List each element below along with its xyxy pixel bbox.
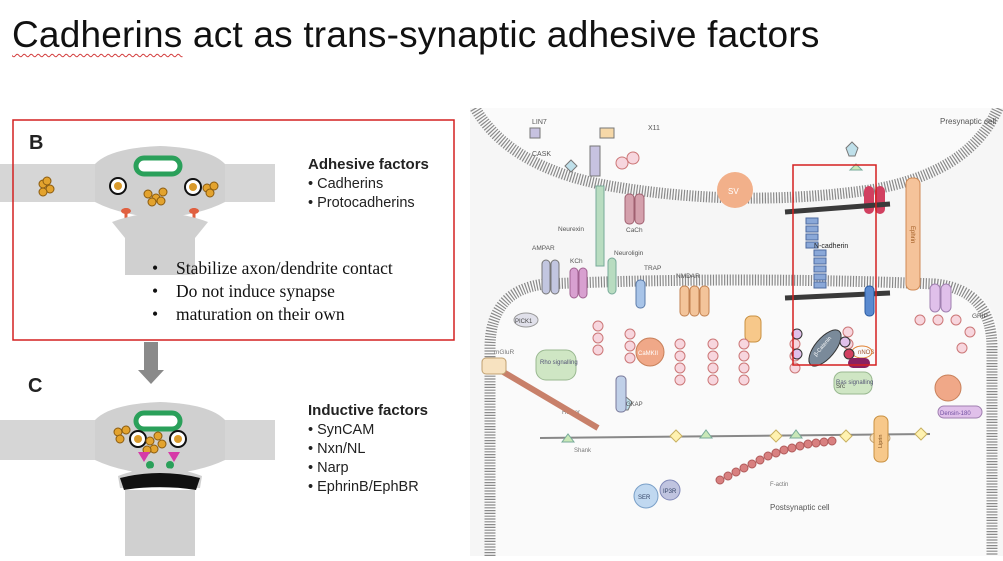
inductive-item: • Nxn/NL — [308, 441, 365, 457]
kch-label: KCh — [570, 258, 583, 265]
synapse-diagram-svg: Presynaptic cell Postsynaptic cell SV LI… — [470, 105, 1003, 556]
ser-label: SER — [638, 495, 651, 501]
sv-label: SV — [728, 187, 739, 196]
panel-c-label: C — [28, 375, 42, 397]
dendrite-spine-c — [125, 490, 195, 556]
panel-left-schematic: B Adhesive factors • Cadherins • Protoca… — [0, 100, 470, 556]
ras-label: Ras signalling — [836, 380, 873, 386]
lin7-label: LIN7 — [532, 119, 547, 126]
postsynaptic-density-c — [120, 473, 200, 490]
panel-b-label: B — [29, 132, 43, 154]
cach-label: CaCh — [626, 227, 643, 234]
factin-label: F-actin — [770, 482, 788, 488]
rho-label: Rho signalling — [540, 360, 578, 366]
inductive-item: • EphrinB/EphBR — [308, 479, 419, 495]
mglur-label: mGluR — [494, 349, 515, 356]
ip3r-label: IP3R — [663, 489, 677, 495]
pick1-label: PICK1 — [515, 319, 533, 325]
camkii-blob — [635, 337, 665, 367]
liprin-label: Liprin — [878, 435, 884, 448]
inductive-item: • SynCAM — [308, 422, 374, 438]
key-point: Do not induce synapse — [150, 280, 393, 303]
postsynaptic-cell-label: Postsynaptic cell — [770, 503, 830, 512]
highlight-box-ncadherin — [792, 164, 877, 366]
camkii-label: CaMKII — [638, 351, 658, 357]
synapse-molecular-diagram: Presynaptic cell Postsynaptic cell SV LI… — [470, 105, 1003, 556]
shank-label: Shank — [574, 448, 592, 454]
densin-label: Densin-180 — [940, 411, 971, 417]
slide-title: Cadherins act as trans-synaptic adhesive… — [12, 14, 820, 56]
gkap-label: GKAP — [626, 402, 643, 408]
neuroligin-label: Neuroligin — [614, 250, 644, 257]
nmdar-label: NMDAR — [676, 273, 700, 280]
progression-arrow-icon — [138, 370, 164, 384]
mitochondrion-c — [133, 410, 183, 432]
title-spell-flagged-word: Cadherins — [12, 14, 183, 55]
grip-label: GRIP — [972, 313, 988, 320]
ephrin-ephr-column — [905, 177, 921, 291]
cask-label: CASK — [532, 151, 551, 158]
inductive-factors-heading: Inductive factors — [308, 402, 428, 419]
adhesive-item: • Cadherins — [308, 176, 383, 192]
shank-scaffold-line — [539, 433, 931, 439]
x11-label: X11 — [648, 125, 660, 132]
key-point: Stabilize axon/dendrite contact — [150, 257, 393, 280]
progression-arrow-shaft — [144, 342, 158, 372]
postsynaptic-membrane — [484, 274, 998, 556]
highlight-box-panel-b — [12, 119, 455, 341]
ephrin-label: Ephrin — [909, 226, 915, 243]
synaptic-vesicle — [717, 172, 753, 208]
key-point-continued: maturation on their own — [150, 303, 393, 326]
presynaptic-cell-label: Presynaptic cell — [940, 117, 996, 126]
ampar-receptor — [541, 259, 560, 295]
neurexin-label: Neurexin — [558, 226, 584, 233]
title-rest: act as trans-synaptic adhesive factors — [182, 14, 820, 55]
presynaptic-bouton-b — [95, 146, 225, 218]
adhesive-item: • Protocadherins — [308, 195, 415, 211]
adhesive-factors-heading: Adhesive factors — [308, 156, 429, 173]
nnos-label: nNOS — [858, 350, 874, 356]
src-label: Src — [836, 384, 845, 390]
factin-filament — [715, 436, 837, 485]
inductive-item: • Narp — [308, 460, 349, 476]
ncadherin-label: N-cadherin — [814, 243, 848, 250]
key-points-list: Stabilize axon/dendrite contact Do not i… — [150, 257, 393, 326]
trap-label: TRAP — [644, 265, 661, 272]
synapse-stage-schematic: B Adhesive factors • Cadherins • Protoca… — [0, 119, 455, 556]
homer-bar — [498, 367, 600, 431]
ampar-label: AMPAR — [532, 245, 555, 252]
psd95-chains — [592, 314, 976, 386]
mitochondrion-b — [133, 155, 183, 177]
